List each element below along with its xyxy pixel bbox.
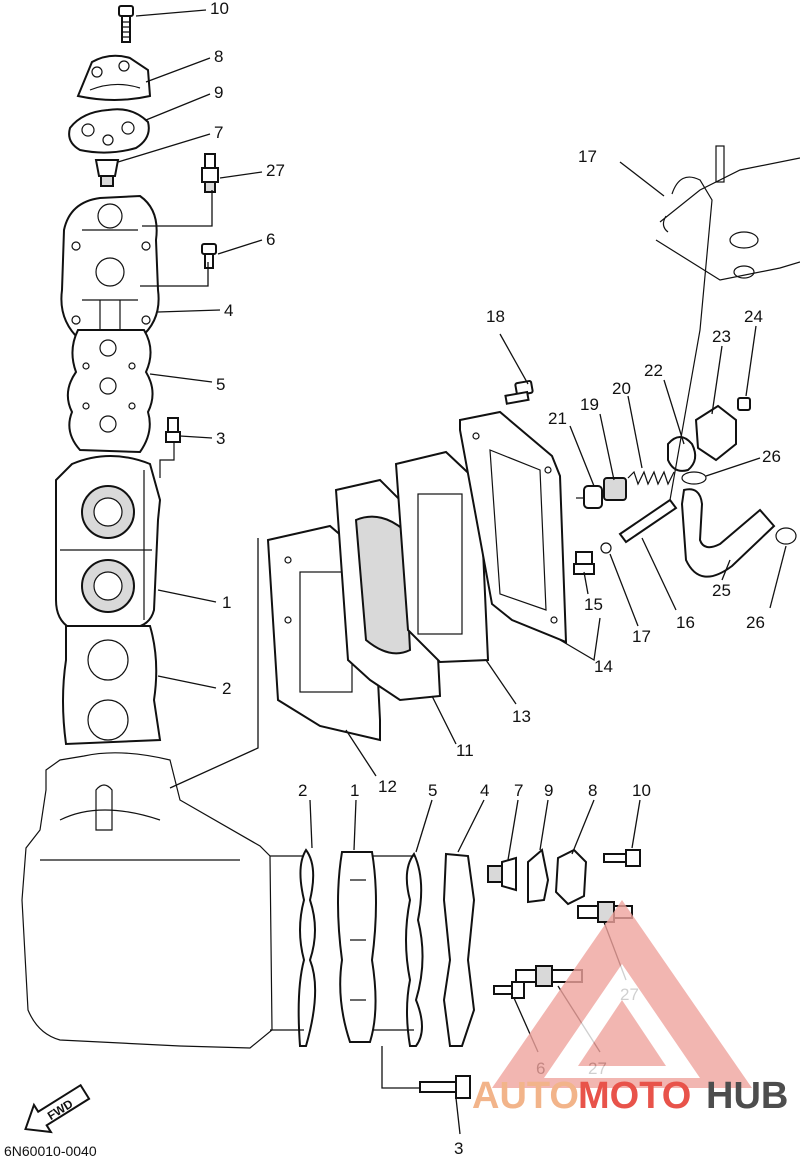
callout-25: 25 <box>712 581 731 600</box>
callout-15: 15 <box>584 595 603 614</box>
callout-7-bottom: 7 <box>514 781 523 800</box>
callout-8-bottom: 8 <box>588 781 597 800</box>
callout-labels: 10 8 9 7 27 6 4 5 3 1 2 12 11 13 14 15 1… <box>210 0 781 1158</box>
callout-5-bottom: 5 <box>428 781 437 800</box>
part-4-cylinder-head-cover <box>60 194 160 342</box>
part-5-gasket-side <box>405 852 424 1047</box>
callout-4-bottom: 4 <box>480 781 489 800</box>
part-13-gasket-inner <box>394 450 490 664</box>
part-26-clamp-b <box>775 527 797 545</box>
callout-9-bottom: 9 <box>544 781 553 800</box>
callout-10-bottom: 10 <box>632 781 651 800</box>
callout-23: 23 <box>712 327 731 346</box>
callout-7-top: 7 <box>214 123 223 142</box>
crankcase-outline <box>21 752 273 1049</box>
part-6-bolt-side <box>493 981 525 999</box>
part-20-spring <box>627 470 675 486</box>
fwd-arrow: FWD <box>24 1083 91 1134</box>
callout-20: 20 <box>612 379 631 398</box>
callout-21: 21 <box>548 409 567 428</box>
part-2-gasket-side <box>297 848 317 1047</box>
engine-top-outline <box>655 145 800 281</box>
callout-9-top: 9 <box>214 83 223 102</box>
callout-2-top: 2 <box>222 679 231 698</box>
callout-12: 12 <box>378 777 397 796</box>
callout-26-b: 26 <box>746 613 765 632</box>
part-24-screw <box>737 397 751 411</box>
callout-17-mid: 17 <box>632 627 651 646</box>
part-8-cover-side <box>554 848 588 906</box>
watermark-text: AUTO MOTO HUB <box>472 1075 788 1117</box>
callout-4-top: 4 <box>224 301 233 320</box>
callout-22: 22 <box>644 361 663 380</box>
callout-11: 11 <box>456 741 474 760</box>
part-17-o-ring <box>600 542 612 554</box>
callout-18: 18 <box>486 307 505 326</box>
watermark-logo <box>492 900 752 1088</box>
part-5-head-gasket <box>66 329 154 454</box>
part-25-hose-bent <box>680 488 776 578</box>
part-15-fitting <box>573 551 595 575</box>
callout-16: 16 <box>676 613 695 632</box>
part-3-bolt-bottom <box>419 1075 471 1099</box>
part-2-gasket-left <box>62 625 162 746</box>
diagram-code: 6N60010-0040 <box>4 1143 97 1158</box>
part-1-block-side <box>337 851 377 1043</box>
callout-14: 14 <box>594 657 613 676</box>
callout-13: 13 <box>512 707 531 726</box>
leader-lines <box>117 9 787 1135</box>
callout-3-bottom: 3 <box>454 1139 463 1158</box>
watermark-hub: HUB <box>706 1075 788 1117</box>
callout-26-a: 26 <box>762 447 781 466</box>
part-26-clamp-a <box>681 471 707 485</box>
part-8-cover <box>76 54 152 101</box>
part-19-retainer <box>603 477 627 501</box>
callout-6-top: 6 <box>266 230 275 249</box>
callout-8-top: 8 <box>214 47 223 66</box>
part-18-bolt <box>504 380 534 405</box>
callout-27-top: 27 <box>266 161 285 180</box>
part-9-gasket-side <box>527 848 550 904</box>
callout-24: 24 <box>744 307 763 326</box>
watermark-moto: MOTO <box>578 1075 691 1117</box>
part-1-cylinder-block <box>55 455 162 629</box>
part-10-bolt-side <box>603 849 641 867</box>
part-9-gasket <box>68 108 150 154</box>
callout-1-bottom: 1 <box>350 781 359 800</box>
part-27-sensor-top <box>201 153 219 193</box>
part-23-housing <box>694 404 737 462</box>
part-22-gasket <box>667 436 697 472</box>
callout-1-top: 1 <box>222 593 231 612</box>
callout-17-top: 17 <box>578 147 597 166</box>
part-21-valve-body <box>576 485 603 509</box>
callout-3-top: 3 <box>216 429 225 448</box>
part-7-thermostat-side <box>487 856 517 892</box>
part-4-head-side <box>442 852 476 1047</box>
part-6-bolt-top <box>201 243 217 269</box>
callout-10-top: 10 <box>210 0 229 18</box>
part-3-fitting-top <box>159 417 181 478</box>
part-16-hose-short <box>618 498 678 544</box>
watermark-auto: AUTO <box>472 1075 579 1117</box>
part-7-thermostat <box>94 159 120 187</box>
part-10-bolt-top <box>118 5 134 43</box>
callout-5-top: 5 <box>216 375 225 394</box>
part-14-exhaust-cover <box>459 410 568 644</box>
callout-2-bottom: 2 <box>298 781 307 800</box>
callout-19: 19 <box>580 395 599 414</box>
